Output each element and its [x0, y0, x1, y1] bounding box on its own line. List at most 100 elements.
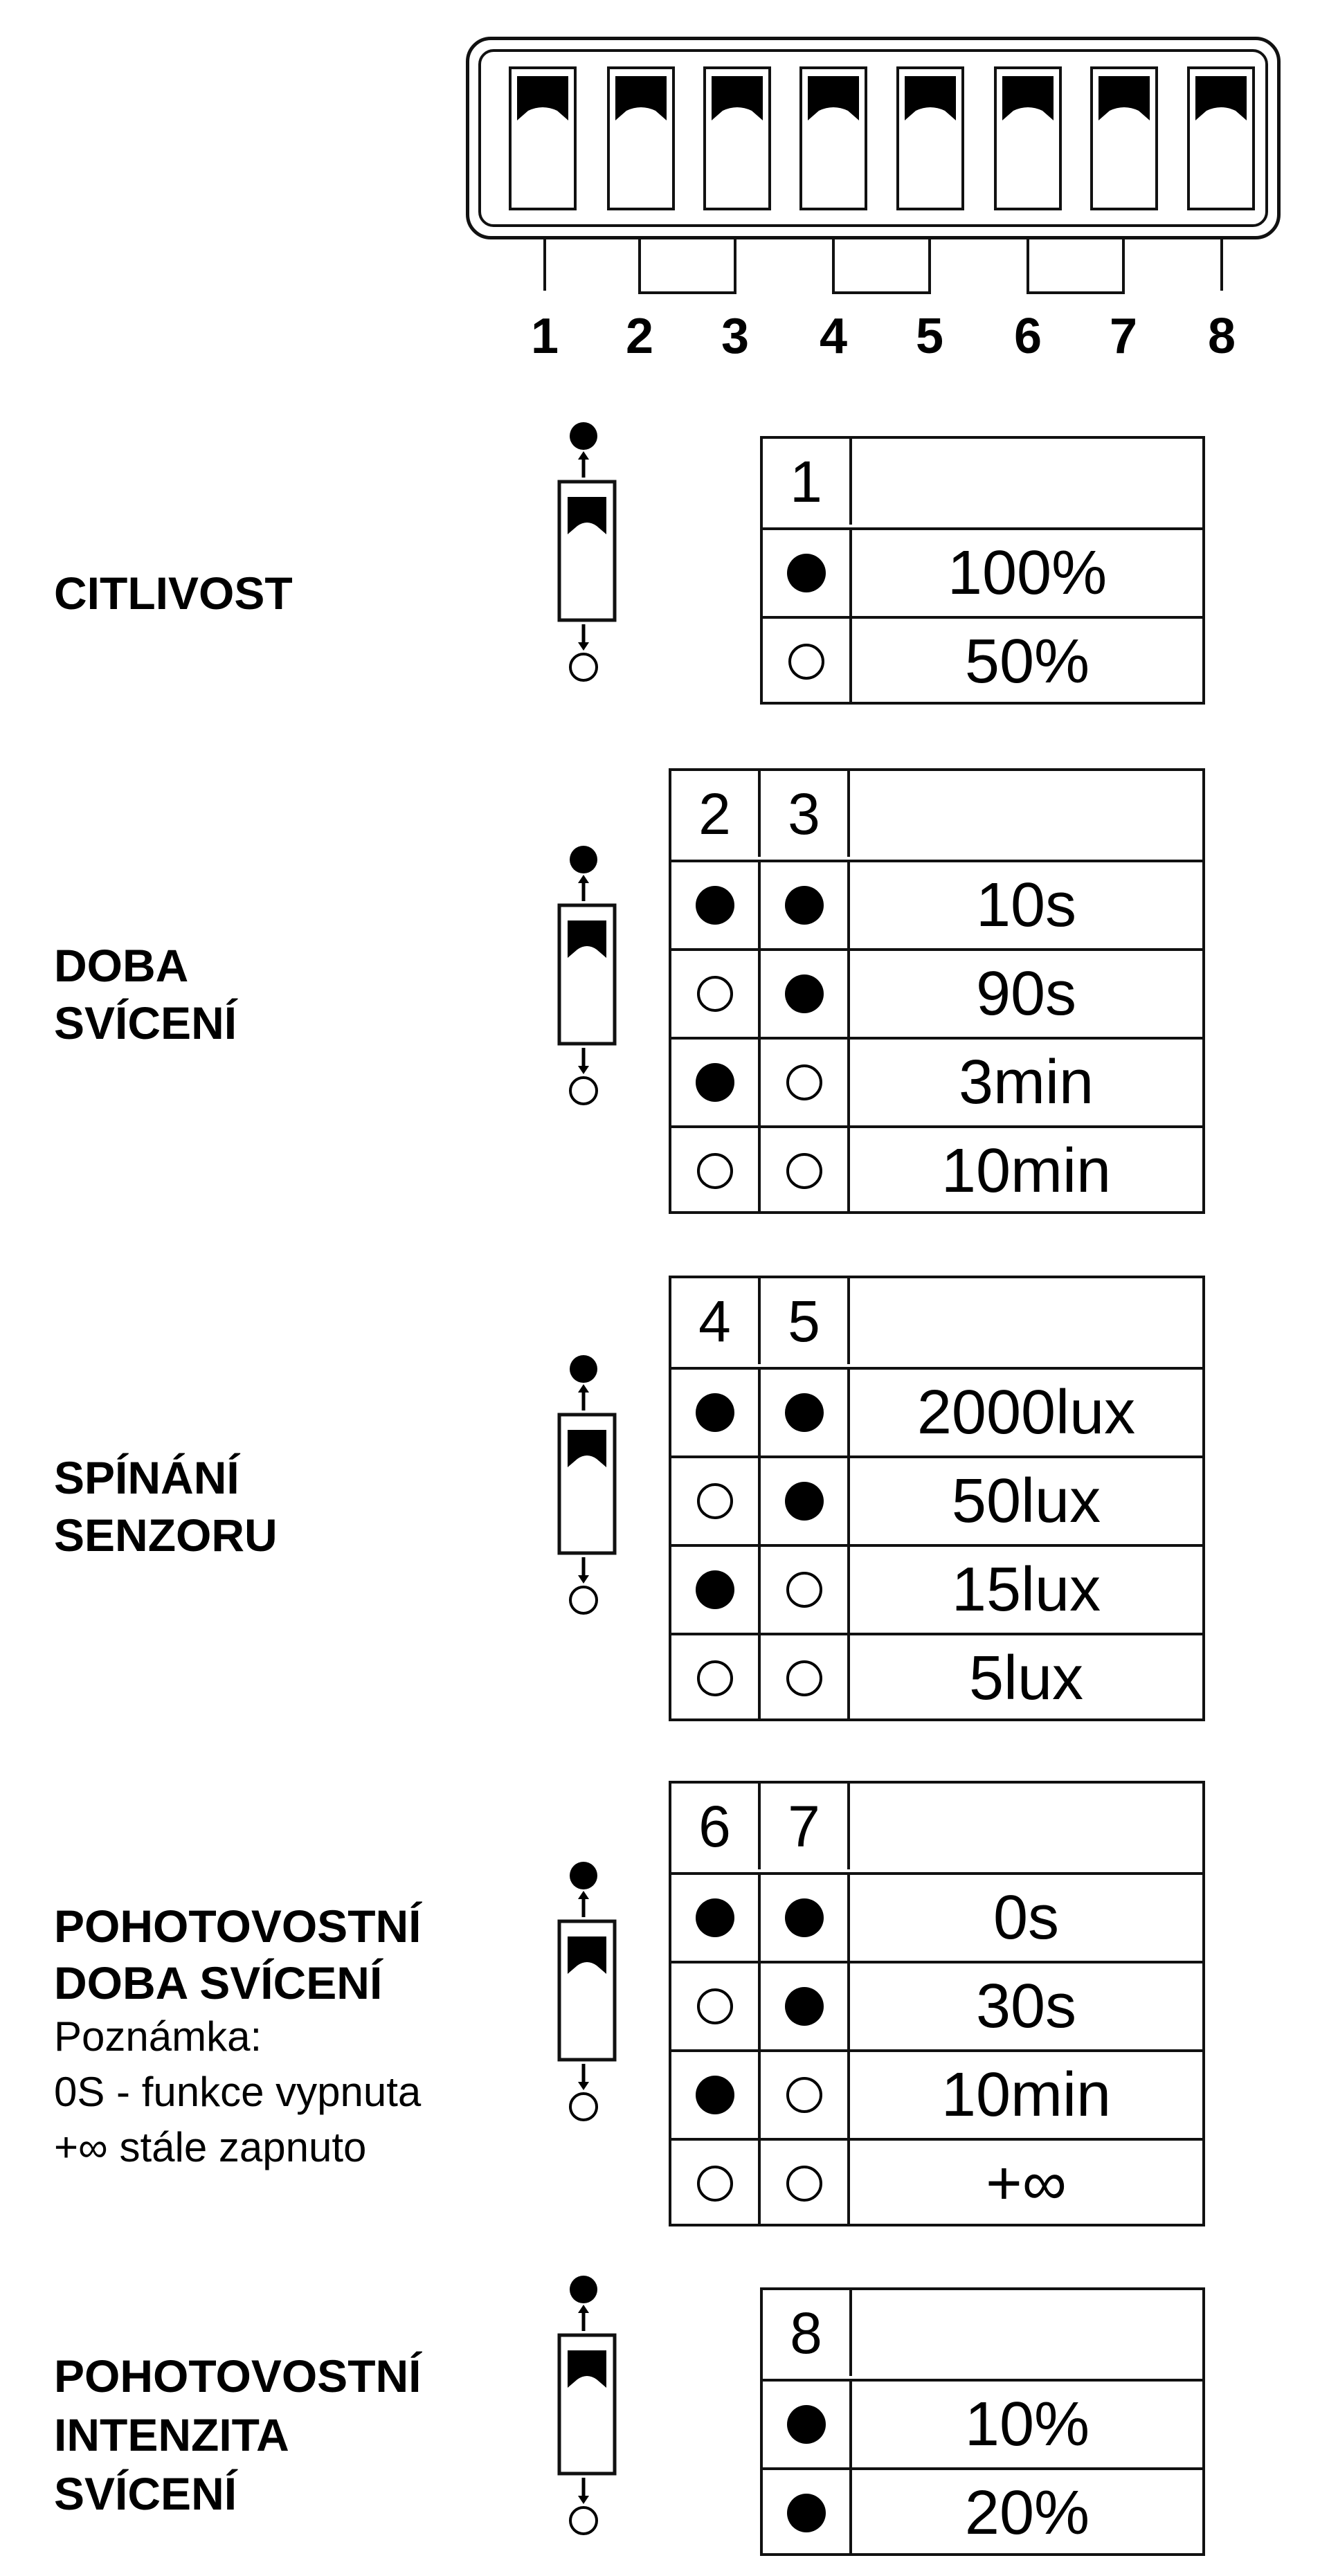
filled-circle-icon — [784, 1987, 824, 2026]
empty-circle-icon — [786, 1153, 822, 1189]
table-row: 2000lux — [671, 1367, 1202, 1455]
empty-circle-icon — [786, 2077, 822, 2113]
state-cell — [671, 1040, 761, 1125]
state-cell — [761, 2052, 850, 2138]
state-cell — [671, 951, 761, 1037]
table-row: 90s — [671, 948, 1202, 1037]
state-cell — [763, 2382, 852, 2467]
setting-value: 50% — [964, 626, 1090, 696]
switch-number-header: 1 — [763, 439, 852, 525]
section-title: POHOTOVOSTNÍ — [54, 1901, 422, 1952]
value-header — [852, 439, 1202, 525]
dip-switch-number: 8 — [1207, 309, 1236, 364]
setting-value: 15lux — [951, 1554, 1101, 1624]
setting-value: 50lux — [951, 1466, 1101, 1536]
state-cell — [671, 1963, 761, 2049]
setting-value: 20% — [964, 2478, 1090, 2548]
setting-value: 0s — [993, 1883, 1060, 1952]
state-cell — [763, 2470, 852, 2556]
state-cell — [671, 2052, 761, 2138]
empty-circle-icon — [696, 2166, 733, 2202]
table-row: 3min — [671, 1037, 1202, 1125]
setting-value: 90s — [975, 959, 1077, 1028]
state-cell — [761, 1875, 850, 1961]
state-cell — [761, 1635, 850, 1721]
table-header-row: 8 — [763, 2290, 1202, 2376]
filled-circle-icon — [786, 2405, 826, 2444]
switch-position-icon — [557, 846, 617, 1105]
state-cell — [761, 1370, 850, 1455]
section-note: +∞ stále zapnuto — [54, 2124, 367, 2170]
section-title: CITLIVOST — [54, 568, 293, 619]
switch-position-icon — [557, 2276, 617, 2535]
filled-circle-icon — [784, 974, 824, 1013]
table-row: 50% — [763, 616, 1202, 705]
empty-circle-icon — [696, 1153, 733, 1189]
dip-knob-icon — [1099, 76, 1150, 120]
state-cell — [671, 1875, 761, 1961]
dip-switch-4[interactable] — [799, 66, 867, 210]
dip-knob-icon — [1002, 76, 1054, 120]
empty-circle-icon — [786, 2166, 822, 2202]
dip-switch-number: 3 — [721, 309, 750, 364]
section-note: Poznámka: — [54, 2013, 262, 2060]
dip-switch-number: 1 — [530, 309, 559, 364]
dip-switch-6[interactable] — [994, 66, 1062, 210]
empty-circle-icon — [696, 976, 733, 1012]
dip-switch-3[interactable] — [703, 66, 771, 210]
state-cell — [761, 2141, 850, 2226]
section-note: 0S - funkce vypnuta — [54, 2069, 422, 2115]
empty-circle-icon — [786, 1064, 822, 1100]
dip-switch-number: 2 — [625, 309, 654, 364]
value-header — [850, 1278, 1202, 1364]
dip-switch-5[interactable] — [896, 66, 964, 210]
filled-circle-icon — [784, 1393, 824, 1432]
table-row: 30s — [671, 1961, 1202, 2049]
section-title: POHOTOVOSTNÍ — [54, 2350, 422, 2402]
dip-knob-icon — [712, 76, 763, 120]
empty-circle-icon — [788, 644, 824, 680]
filled-circle-icon — [695, 886, 734, 925]
dip-switch-8[interactable] — [1187, 66, 1255, 210]
empty-circle-icon — [696, 1660, 733, 1696]
switch-number-header: 2 — [671, 771, 761, 857]
filled-circle-icon — [695, 1570, 734, 1609]
state-cell — [761, 1963, 850, 2049]
table-row: 10% — [763, 2379, 1202, 2467]
setting-value: 10% — [964, 2389, 1090, 2459]
switch-number-header: 8 — [763, 2290, 852, 2376]
table-row: 10s — [671, 860, 1202, 948]
filled-circle-icon — [786, 554, 826, 592]
setting-value: 2000lux — [916, 1377, 1136, 1447]
switch-number-header: 4 — [671, 1278, 761, 1364]
dip-switch-2[interactable] — [607, 66, 675, 210]
dip-bracket-lines — [543, 239, 1223, 294]
empty-circle-icon — [786, 1572, 822, 1608]
empty-circle-icon — [696, 1988, 733, 2024]
empty-circle-icon — [696, 1483, 733, 1519]
setting-value: 10min — [941, 2060, 1112, 2130]
state-cell — [761, 862, 850, 948]
switch-number-header: 7 — [761, 1784, 850, 1869]
filled-circle-icon — [784, 886, 824, 925]
dip-switch-7[interactable] — [1090, 66, 1158, 210]
dip-knob-icon — [517, 76, 568, 120]
table-row: 20% — [763, 2467, 1202, 2556]
setting-value: 10min — [941, 1136, 1112, 1206]
state-cell — [671, 1547, 761, 1633]
state-cell — [763, 619, 852, 705]
switch-position-icon — [557, 1355, 617, 1615]
dip-switch-housing — [466, 37, 1281, 239]
dip-switch-number: 5 — [915, 309, 944, 364]
dip-switch-1[interactable] — [509, 66, 577, 210]
table-row: 10min — [671, 2049, 1202, 2138]
table-header-row: 1 — [763, 439, 1202, 525]
state-cell — [671, 1128, 761, 1214]
section-title: SENZORU — [54, 1509, 278, 1561]
empty-circle-icon — [786, 1660, 822, 1696]
